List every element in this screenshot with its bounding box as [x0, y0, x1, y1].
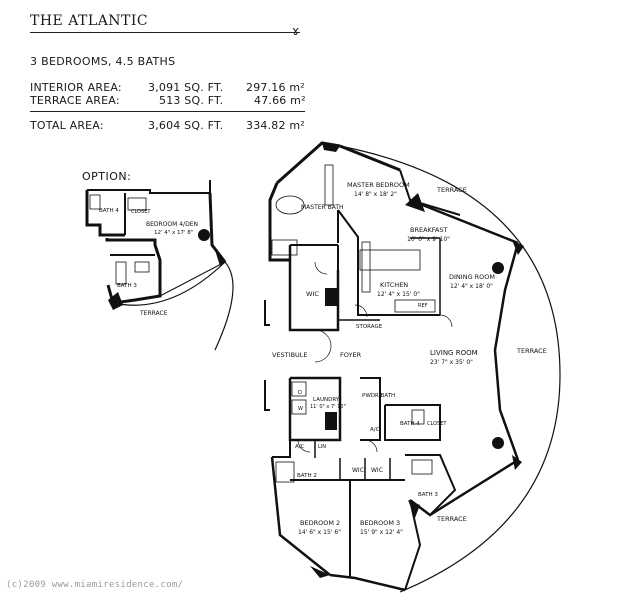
total-m2: 334.82 m² — [246, 119, 305, 132]
vanity — [324, 164, 334, 206]
washer-label: W — [298, 406, 303, 412]
wic-1-label: WIC — [352, 467, 364, 474]
master-bath-label: MASTER BATH — [301, 204, 344, 211]
bath3-label: BATH 3 — [418, 492, 438, 498]
column — [512, 455, 522, 470]
area-sqft: 513 SQ. FT. — [159, 94, 224, 107]
option-label: OPTION: — [82, 170, 132, 183]
bedroom2-dims: 14' 6" x 15' 6" — [298, 529, 341, 536]
area-label: INTERIOR AREA: — [30, 81, 122, 94]
column — [492, 437, 504, 449]
area-label: TERRACE AREA: — [30, 94, 120, 107]
option-bedroom-den-dims: 12' 4" x 17' 8" — [154, 230, 193, 236]
storage-label: STORAGE — [356, 324, 383, 330]
bedroom3-dims: 15' 9" x 12' 4" — [360, 529, 403, 536]
ac-left-label: A/C — [295, 444, 305, 450]
pwdr-bath-label: PWDR BATH — [362, 393, 395, 399]
area-sqft: 3,091 SQ. FT. — [148, 81, 224, 94]
building-title: THE ATLANTIC — [30, 13, 149, 29]
foyer-label: FOYER — [340, 351, 362, 359]
title-underline — [30, 32, 300, 33]
column — [405, 193, 425, 212]
option-labels: BATH 4 CLOSET BEDROOM 4/DEN 12' 4" x 17'… — [99, 208, 198, 317]
laundry-dims: 11' 0" x 7' 10" — [310, 404, 346, 410]
tub — [275, 461, 295, 483]
main-plan-fixtures — [271, 164, 436, 483]
column — [322, 143, 340, 152]
wic-master-label: WIC — [306, 290, 319, 298]
option-terrace-label: TERRACE — [139, 310, 168, 317]
bedroom2-label: BEDROOM 2 — [300, 519, 340, 527]
kitchen-counter — [394, 299, 436, 313]
main-plan-labels: MASTER BATH MASTER BEDROOM 14' 8" x 18' … — [272, 181, 547, 536]
main-plan-columns — [310, 143, 524, 578]
area-m2: 297.16 m² — [246, 81, 305, 94]
bathtub — [275, 195, 305, 215]
kitchen-dims: 12' 4" x 15' 0" — [377, 291, 420, 298]
column — [310, 566, 330, 578]
title-end-mark: ɤ — [292, 24, 300, 38]
ref-label: REF — [418, 303, 428, 309]
bath2-label: BATH 2 — [297, 473, 317, 479]
dining-room-label: DINING ROOM — [449, 273, 495, 281]
master-bedroom-dims: 14' 8" x 18' 2" — [354, 191, 397, 198]
kitchen-label: KITCHEN — [380, 281, 408, 289]
living-room-dims: 23' 7" x 35' 0" — [430, 359, 473, 366]
toilet — [411, 409, 425, 425]
closet-label: CLOSET — [427, 421, 447, 427]
option-plan — [85, 180, 234, 351]
bath4-label: BATH 4 — [400, 421, 420, 427]
kitchen-island — [359, 249, 421, 271]
shower — [271, 239, 298, 256]
terrace-top-label: TERRACE — [436, 186, 467, 194]
total-rule — [30, 111, 305, 112]
kitchen-counter-left — [361, 241, 371, 293]
lin-label: LIN — [318, 444, 326, 450]
option-bedroom-den-label: BEDROOM 4/DEN — [146, 221, 198, 228]
dining-room-dims: 12' 4" x 18' 0" — [450, 283, 493, 290]
option-closet-label: CLOSET — [131, 209, 151, 215]
dryer-label: D — [298, 390, 302, 396]
wic-2-label: WIC — [371, 467, 383, 474]
total-sqft: 3,604 SQ. FT. — [148, 119, 224, 132]
laundry-label: LAUNDRY — [313, 397, 340, 403]
plan-header: THE ATLANTIC ɤ 3 BEDROOMS, 4.5 BATHS INT… — [0, 0, 628, 140]
bedroom3-label: BEDROOM 3 — [360, 519, 400, 527]
washer — [291, 399, 307, 415]
option-bath4-label: BATH 4 — [99, 208, 119, 214]
option-bath3-label: BATH 3 — [117, 283, 137, 289]
column — [408, 500, 420, 518]
bedrooms-baths: 3 BEDROOMS, 4.5 BATHS — [30, 55, 176, 68]
terrace-bottom-label: TERRACE — [436, 515, 467, 523]
dryer — [291, 381, 307, 397]
area-m2: 47.66 m² — [254, 94, 306, 107]
main-plan-walls — [264, 141, 561, 593]
master-bedroom-label: MASTER BEDROOM — [347, 181, 410, 189]
breakfast-label: BREAKFAST — [410, 226, 448, 234]
vestibule-label: VESTIBULE — [272, 351, 308, 359]
total-label: TOTAL AREA: — [30, 119, 104, 132]
column — [325, 412, 337, 430]
column — [325, 288, 337, 306]
column — [492, 262, 504, 274]
copyright-watermark: (c)2009 www.miamiresidence.com/ — [6, 580, 184, 590]
bath-fixture — [411, 459, 433, 475]
column — [512, 240, 524, 255]
door-swings — [297, 261, 453, 453]
living-room-label: LIVING ROOM — [430, 349, 478, 357]
ac-right-label: A/C — [370, 427, 380, 433]
breakfast-dims: 10' 0" x 9' 10" — [407, 236, 450, 243]
terrace-right-label: TERRACE — [516, 347, 547, 355]
